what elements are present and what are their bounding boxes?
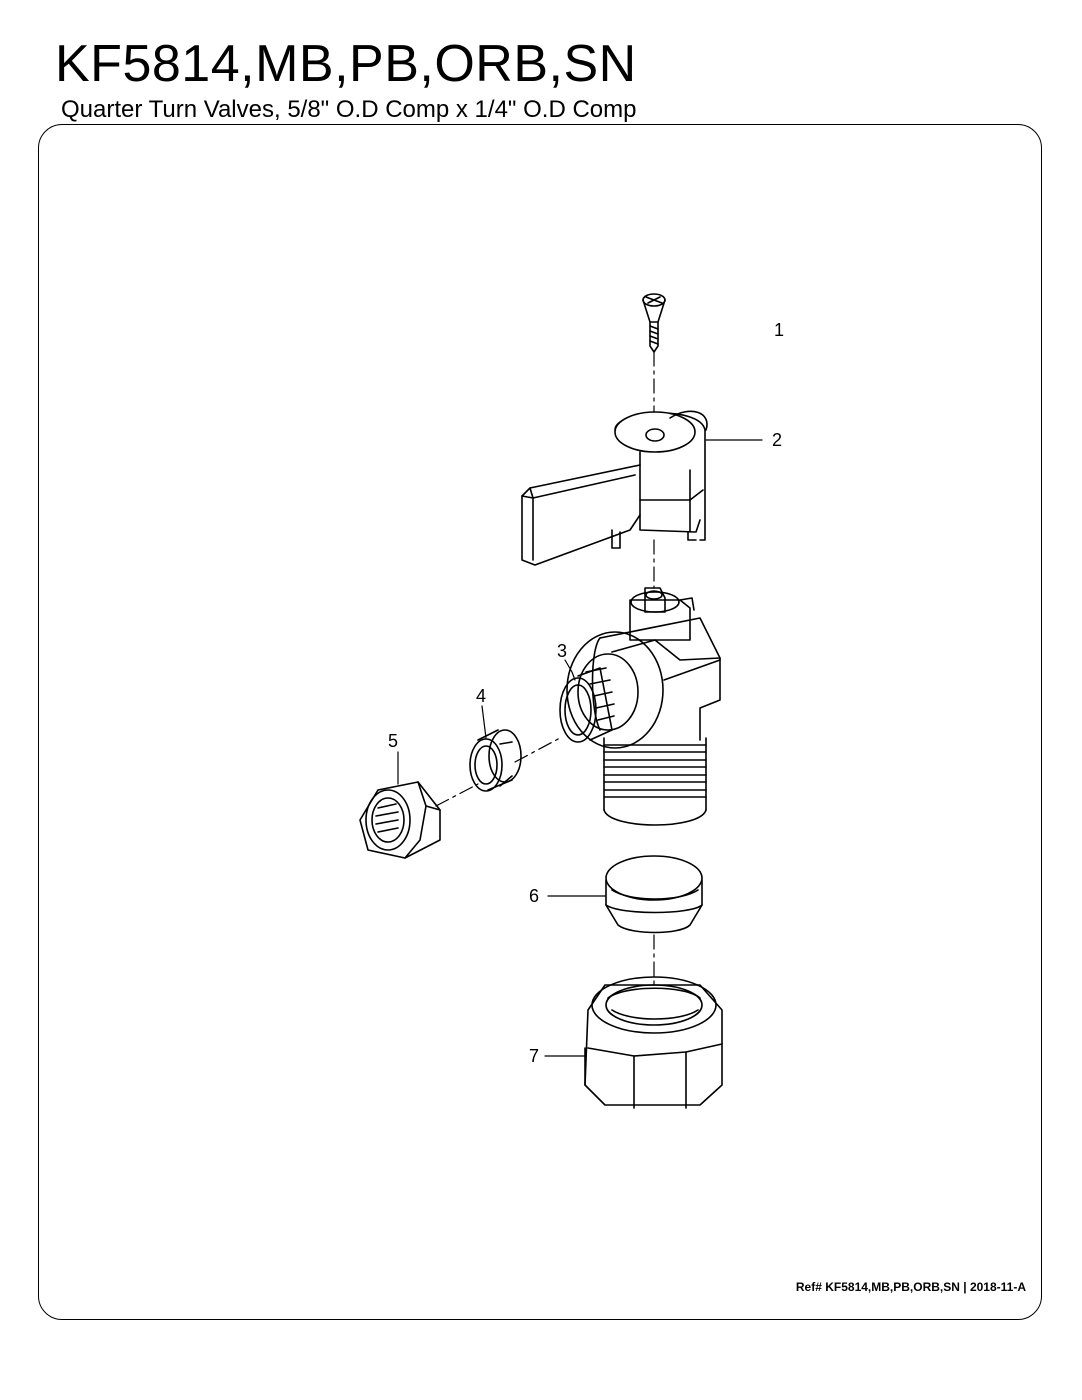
callout-5: 5 xyxy=(388,731,398,751)
large-nut-part xyxy=(584,976,723,1109)
page-title: KF5814,MB,PB,ORB,SN xyxy=(55,35,637,93)
page-subtitle: Quarter Turn Valves, 5/8" O.D Comp x 1/4… xyxy=(61,96,637,123)
screw-part xyxy=(642,293,666,353)
large-ferrule-part xyxy=(605,855,703,934)
handle-part xyxy=(521,410,708,566)
small-nut-part xyxy=(359,781,441,859)
callout-3: 3 xyxy=(557,641,567,661)
assembly-centerlines xyxy=(435,351,655,986)
callout-4: 4 xyxy=(476,686,486,706)
callout-1: 1 xyxy=(774,320,784,340)
valve-body-part xyxy=(559,587,721,826)
callout-2: 2 xyxy=(772,430,782,450)
callout-7: 7 xyxy=(529,1046,539,1066)
small-ferrule-part xyxy=(469,729,522,792)
drawing-frame xyxy=(38,124,1042,1320)
callout-leaders xyxy=(397,439,763,1057)
callout-6: 6 xyxy=(529,886,539,906)
reference-number: Ref# KF5814,MB,PB,ORB,SN | 2018-11-A xyxy=(795,1280,1026,1294)
